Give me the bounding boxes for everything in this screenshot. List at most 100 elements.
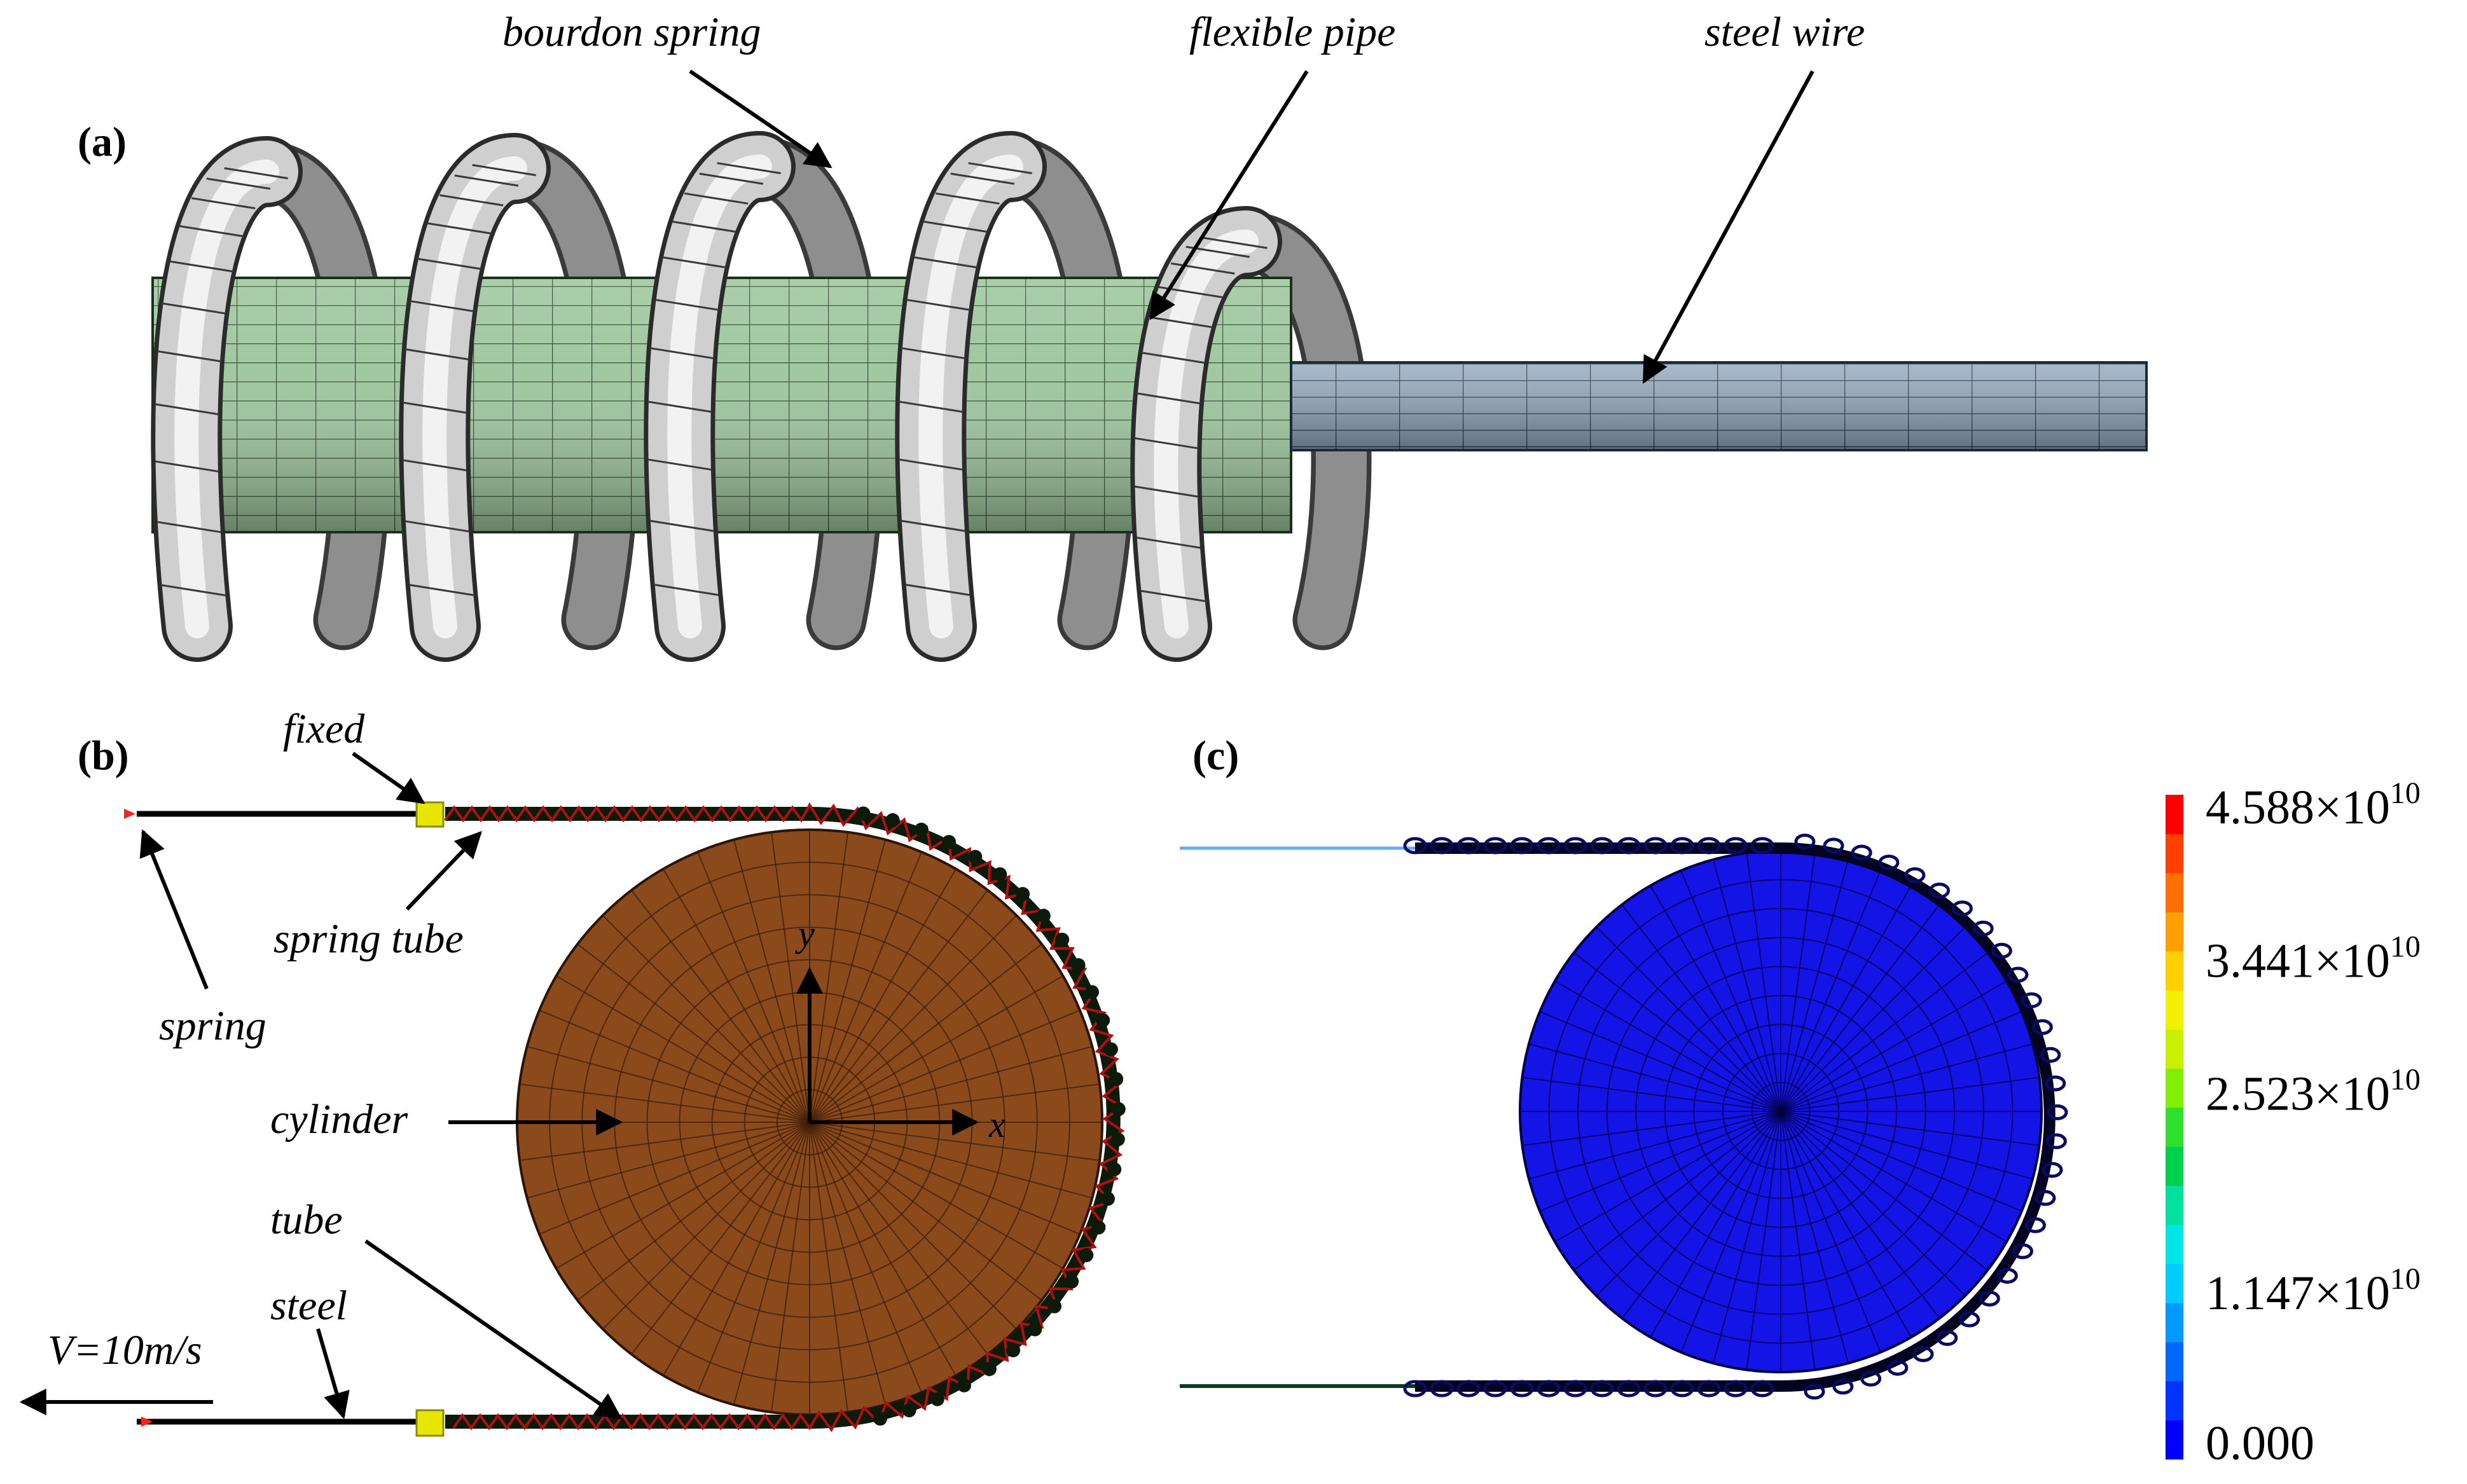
spring-bead — [1107, 1162, 1122, 1177]
spring-coil-segment-mark — [906, 584, 970, 596]
label-spring-tube: spring tube — [273, 916, 464, 962]
spring-bead — [1804, 1384, 1825, 1400]
spring-coil-segment-mark — [410, 300, 474, 313]
spring-coil-segment-mark — [1171, 262, 1235, 275]
mesh-spoke — [631, 890, 810, 1123]
spring-coil-segment-mark — [650, 347, 714, 360]
spring-bead — [1510, 1380, 1534, 1398]
mesh-spoke — [663, 1122, 810, 1376]
mesh-spoke — [697, 851, 810, 1123]
spring-coil-segment-mark — [672, 220, 736, 233]
spring-bead — [2007, 966, 2029, 983]
spring-bead — [1084, 985, 1099, 1000]
colorbar-swatch — [2166, 795, 2183, 834]
spring-bead — [1972, 920, 1994, 937]
y-axis-label: y — [795, 913, 815, 954]
spring-coil-segment-mark — [1141, 352, 1206, 364]
colorbar-swatch — [2166, 834, 2183, 874]
spring-bead — [1643, 837, 1668, 855]
spring-bead — [942, 835, 957, 849]
spring-coil-segment-mark — [647, 458, 712, 471]
spring-bead — [1016, 887, 1030, 902]
spring-coil-segment-mark — [405, 348, 469, 361]
colorbar-swatch — [2166, 1107, 2183, 1147]
colorbar-swatch — [2166, 1342, 2183, 1382]
spring-coil-segment-mark — [403, 401, 467, 414]
mesh-spoke — [1573, 1111, 1781, 1271]
spring-bead — [1860, 1370, 1882, 1387]
spring-coil-segment-mark — [699, 172, 764, 185]
panel-b: (b) y x fixed spring tube spring cylinde… — [19, 706, 1126, 1437]
spring-bead — [1028, 1322, 1042, 1336]
mesh-spoke — [1650, 1111, 1781, 1338]
arrow-fixed — [352, 752, 425, 804]
steel-wire — [1290, 361, 2148, 451]
mesh-spoke — [1780, 1111, 2040, 1146]
spring-bead — [1670, 1380, 1694, 1398]
spring-bead — [1563, 1380, 1587, 1398]
spring-bead — [2035, 1190, 2056, 1206]
colorbar-swatch — [2166, 1225, 2183, 1265]
mesh-spoke — [809, 1122, 1042, 1301]
mesh-spoke — [1780, 885, 1912, 1112]
spring-bead — [1750, 1380, 1774, 1398]
colorbar-swatch — [2166, 912, 2183, 952]
spring-bead — [1456, 837, 1481, 855]
spring-bead — [873, 1412, 887, 1426]
arrow-steel-wire — [1642, 70, 1814, 384]
colorbar-swatch — [2166, 1263, 2183, 1303]
mesh-spoke — [809, 1122, 1017, 1329]
spring-bead — [1959, 1311, 1980, 1328]
spring-bead — [993, 867, 1007, 882]
mesh-spoke — [1522, 1111, 1781, 1146]
mesh-spoke — [602, 915, 810, 1123]
spring-bead — [1110, 1132, 1125, 1146]
spring-bead — [1483, 1380, 1507, 1398]
mesh-spoke — [1528, 1043, 1781, 1112]
mesh-spoke — [770, 832, 810, 1123]
spring-coil-segment-mark — [647, 401, 712, 413]
spring-bead — [1991, 942, 2012, 959]
label-fixed: fixed — [283, 706, 365, 752]
spring-bead — [1979, 1290, 2000, 1307]
spring-coil-segment-mark — [1134, 485, 1198, 498]
mesh-spoke — [1554, 980, 1781, 1112]
spring-beads-b — [856, 806, 1126, 1426]
mesh-spoke — [577, 944, 810, 1123]
mesh-spoke — [809, 1122, 988, 1355]
mesh-spoke — [809, 869, 957, 1123]
spring-coil-segment-mark — [427, 222, 492, 235]
mesh-spoke — [1780, 1076, 2040, 1112]
spring-coil-segment-mark — [179, 224, 244, 237]
mesh-spoke — [631, 1122, 810, 1355]
spring-end-top — [124, 809, 135, 819]
mesh-spoke — [1650, 885, 1781, 1112]
label-spring: spring — [159, 1003, 266, 1049]
spring-bead — [1724, 1380, 1748, 1398]
mesh-spoke — [1780, 952, 1988, 1112]
mesh-spoke — [1746, 1111, 1781, 1370]
spring-coil-segment-mark — [950, 172, 1015, 185]
mesh-spoke — [809, 915, 1017, 1123]
cylinder-c — [1519, 849, 2043, 1373]
spring-coil-segment-mark — [906, 298, 971, 311]
spring-bead — [2031, 1019, 2053, 1035]
mesh-spoke — [1780, 1111, 1966, 1296]
colorbar-swatch — [2166, 1381, 2183, 1421]
mesh-spoke — [697, 1122, 810, 1393]
spring-bead — [1590, 1380, 1614, 1398]
spring-coil-segment-mark — [157, 521, 221, 533]
colorbar-swatch — [2166, 1146, 2183, 1186]
spring-bead — [1670, 837, 1694, 855]
label-tube: tube — [270, 1197, 343, 1243]
spring-bead — [1697, 1380, 1721, 1398]
spring-bead — [1403, 837, 1427, 855]
arrow-spring — [139, 829, 209, 990]
spring-bead — [2021, 992, 2042, 1008]
mesh-spoke — [519, 1083, 810, 1123]
spring-bead — [1403, 1380, 1427, 1398]
mesh-spoke — [663, 869, 810, 1123]
mesh-spoke — [1780, 859, 1849, 1112]
spring-coil-segment-mark — [169, 260, 233, 273]
